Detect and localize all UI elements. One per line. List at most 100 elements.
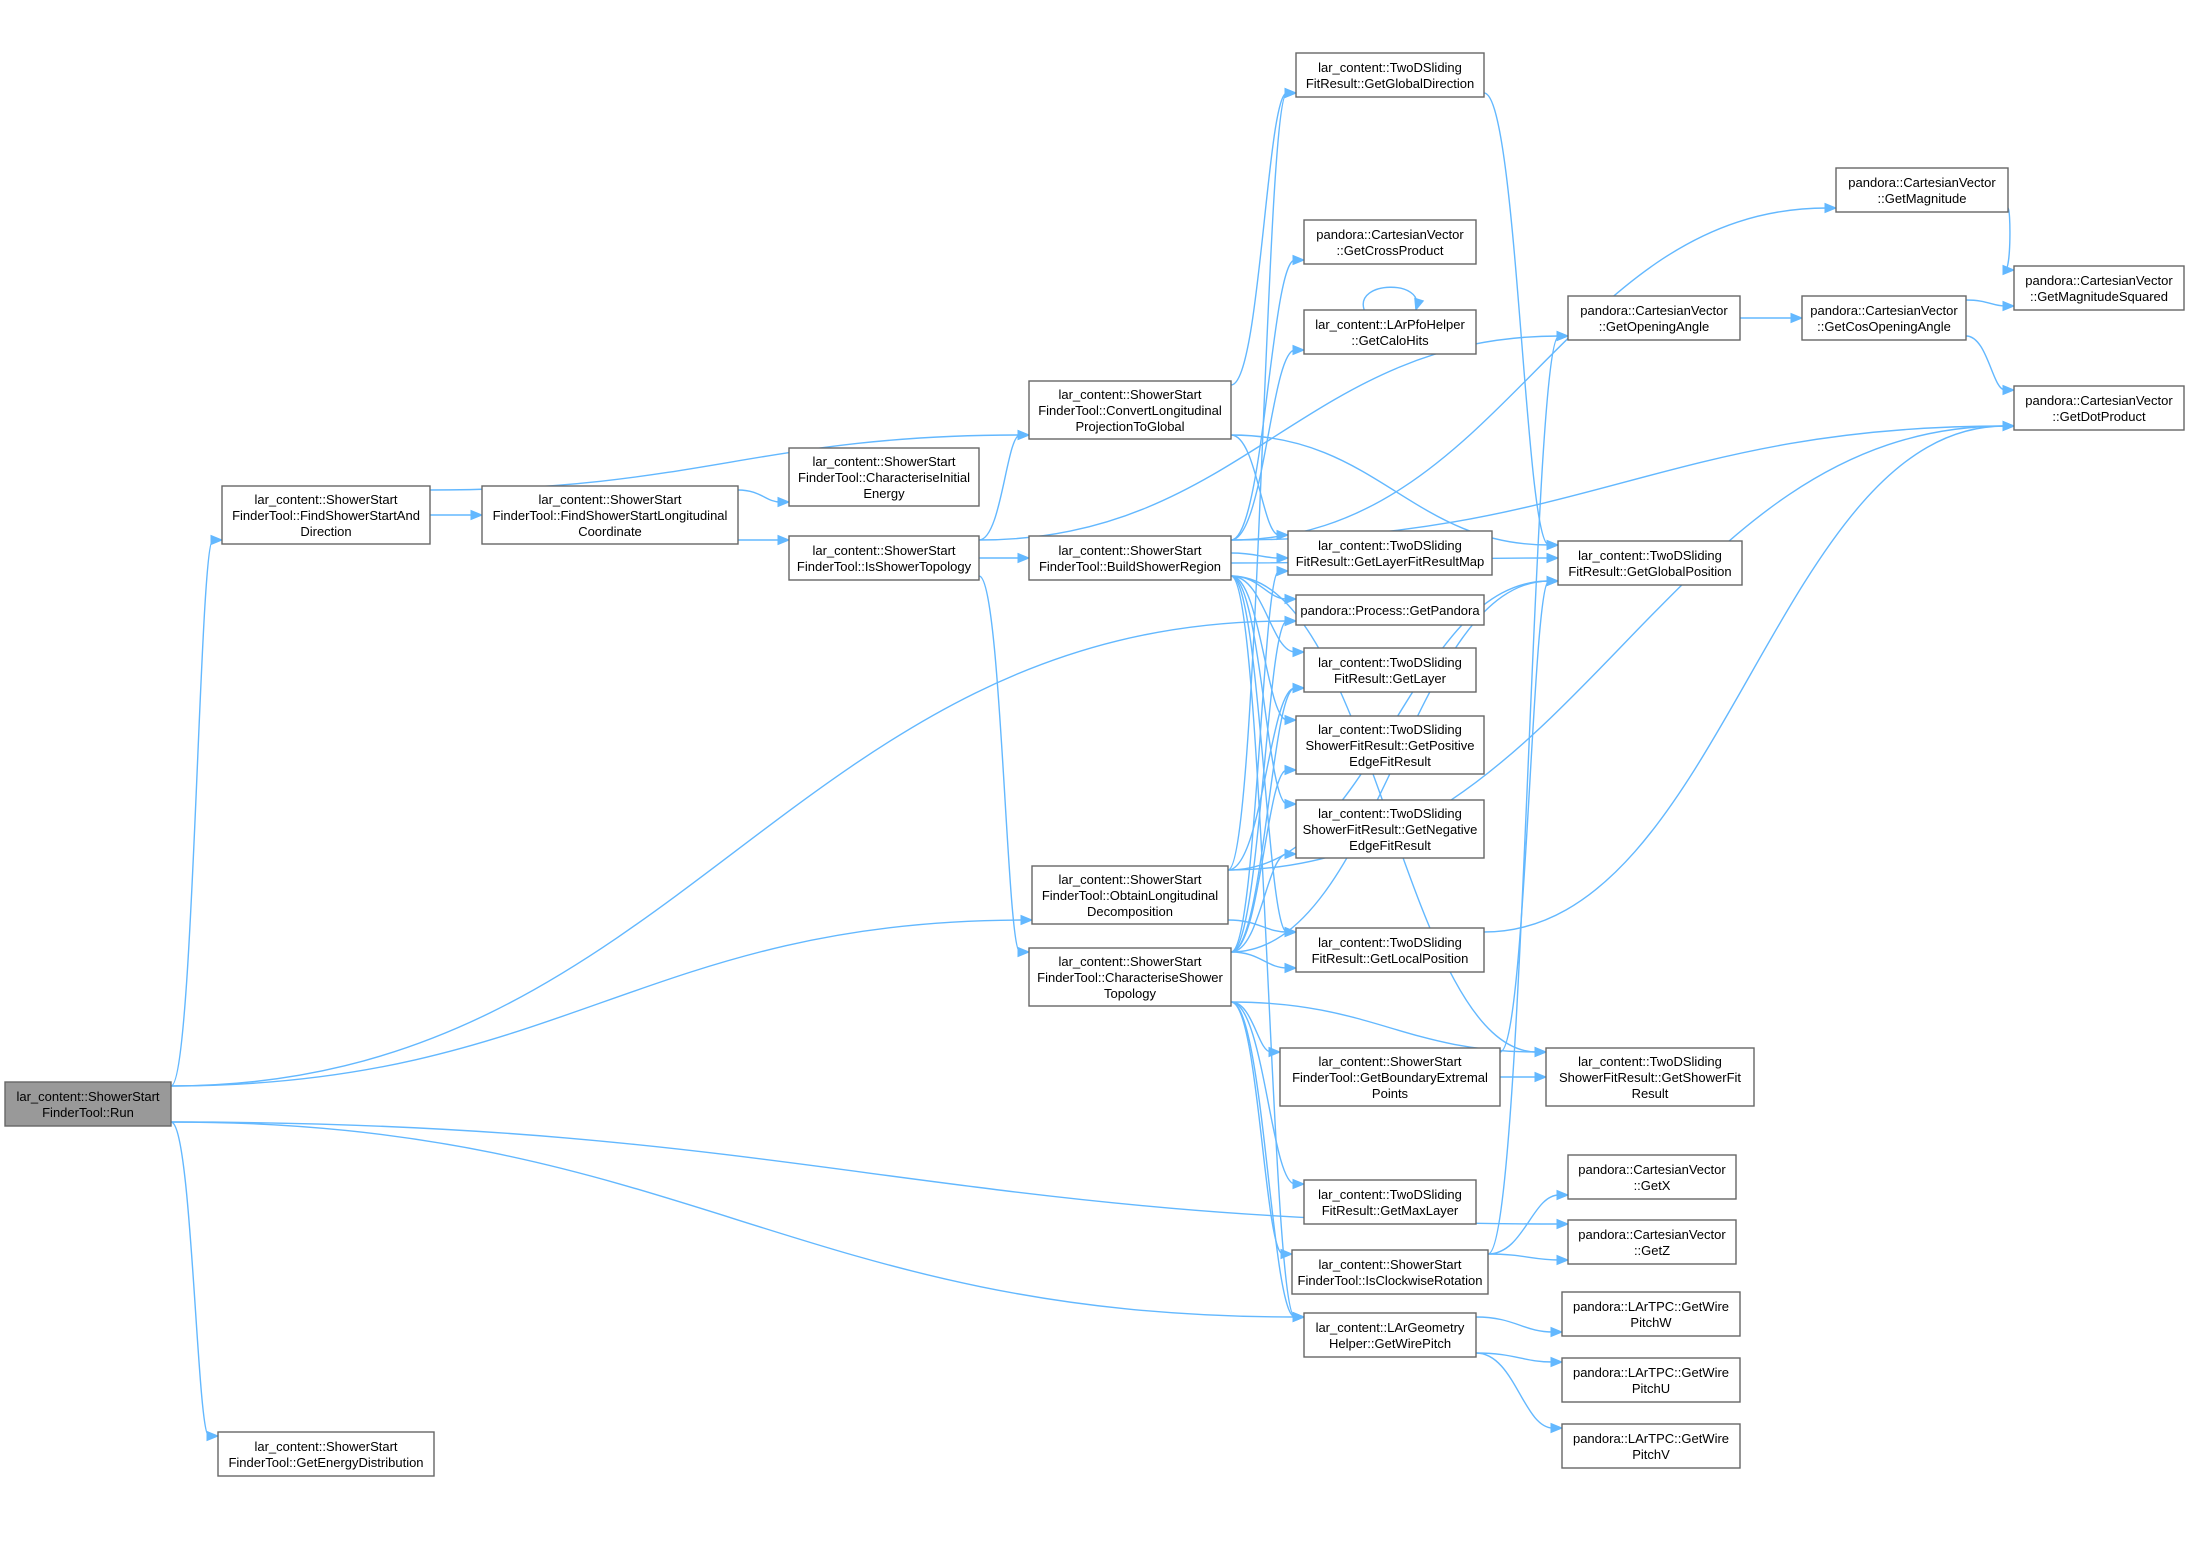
node-getOpening[interactable]: pandora::CartesianVector::GetOpeningAngl… [1567,295,1741,341]
node-label-line: PitchV [1632,1447,1670,1462]
node-box [1295,594,1485,626]
edge-line [1230,1001,1272,1053]
node-label-line: lar_content::ShowerStart [1058,387,1201,402]
edge-line [1230,769,1288,953]
edge-obtainLong-to-getLocalPos [1227,919,1298,938]
node-label-line: pandora::LArTPC::GetWire [1573,1365,1729,1380]
edge-line [1230,951,1288,969]
node-label-line: ::GetCosOpeningAngle [1817,319,1951,334]
node-isClockwise[interactable]: lar_content::ShowerStartFinderTool::IsCl… [1291,1249,1489,1295]
node-charInitEnergy[interactable]: lar_content::ShowerStartFinderTool::Char… [788,447,980,507]
node-label-line: lar_content::ShowerStart [254,1439,397,1454]
node-getLayerMap[interactable]: lar_content::TwoDSlidingFitResult::GetLa… [1287,530,1493,576]
node-getCaloHits[interactable]: lar_content::LArPfoHelper::GetCaloHits [1303,309,1477,355]
edge-arrowhead [1017,552,1031,564]
node-getMagnitude[interactable]: pandora::CartesianVector::GetMagnitude [1835,167,2009,213]
node-getGlobalDir[interactable]: lar_content::TwoDSlidingFitResult::GetGl… [1295,52,1485,98]
node-box [1801,295,1967,341]
node-box [1287,530,1493,576]
edge-arrowhead [1292,344,1306,356]
edge-arrowhead [1292,254,1306,266]
edge-buildRegion-to-getPosEdge [1230,575,1298,726]
node-buildRegion[interactable]: lar_content::ShowerStartFinderTool::Buil… [1028,535,1232,581]
edge-arrowhead [1284,798,1298,810]
node-label-line: ::GetCrossProduct [1337,243,1444,258]
node-findStartDir[interactable]: lar_content::ShowerStartFinderTool::Find… [221,485,431,545]
node-getBoundary[interactable]: lar_content::ShowerStartFinderTool::GetB… [1279,1047,1501,1107]
edge-getOpening-to-getCosOpening [1740,312,1804,324]
edge-arrowhead [1534,1071,1548,1083]
edge-getMagnitude-to-getMagSq [2002,207,2016,276]
node-charTopo[interactable]: lar_content::ShowerStartFinderTool::Char… [1028,947,1232,1007]
edge-getBoundary-to-getGlobalPos [1499,575,1560,1053]
node-box [1028,947,1232,1007]
edge-arrowhead [1292,646,1306,658]
edge-isClockwise-to-getOpening [1487,330,1570,1255]
node-getCross[interactable]: pandora::CartesianVector::GetCrossProduc… [1303,219,1477,265]
edge-arrowhead [1556,1254,1570,1266]
node-getNegEdge[interactable]: lar_content::TwoDSlidingShowerFitResult:… [1295,799,1485,859]
edge-line [1230,552,1280,559]
edge-arrowhead [206,1430,220,1442]
node-getX[interactable]: pandora::CartesianVector::GetX [1567,1154,1737,1200]
edge-getCosOpening-to-getDot [1965,335,2016,396]
node-getCosOpening[interactable]: pandora::CartesianVector::GetCosOpeningA… [1801,295,1967,341]
node-getWirePitch[interactable]: lar_content::LArGeometryHelper::GetWireP… [1303,1312,1477,1358]
node-getMagSq[interactable]: pandora::CartesianVector::GetMagnitudeSq… [2013,265,2185,311]
node-getMaxLayer[interactable]: lar_content::TwoDSlidingFitResult::GetMa… [1303,1179,1477,1225]
edge-line [1227,92,1288,871]
node-label-line: lar_content::ShowerStart [538,492,681,507]
node-getZ[interactable]: pandora::CartesianVector::GetZ [1567,1219,1737,1265]
edge-isShowerTopo-to-buildRegion [979,552,1031,564]
edge-arrowhead [1280,1248,1294,1260]
node-findLongCoord[interactable]: lar_content::ShowerStartFinderTool::Find… [481,485,739,545]
node-box [1545,1047,1755,1107]
node-box [1028,380,1232,440]
node-convertLong[interactable]: lar_content::ShowerStartFinderTool::Conv… [1028,380,1232,440]
edge-arrowhead [1556,1218,1570,1230]
node-label-line: pandora::CartesianVector [1580,303,1728,318]
node-label-line: FinderTool::ObtainLongitudinal [1042,888,1218,903]
node-isShowerTopo[interactable]: lar_content::ShowerStartFinderTool::IsSh… [788,535,980,581]
node-label-line: pandora::CartesianVector [1578,1227,1726,1242]
node-label-line: FitResult::GetMaxLayer [1322,1203,1459,1218]
edge-line [1230,1001,1296,1185]
edge-arrowhead [1276,552,1290,564]
node-label-line: FitResult::GetLayer [1334,671,1447,686]
node-getGlobalPos[interactable]: lar_content::TwoDSlidingFitResult::GetGl… [1557,540,1743,586]
edge-line [1230,349,1296,541]
node-label-line: Points [1372,1086,1409,1101]
edge-line [1965,335,2006,391]
edge-arrowhead [1017,946,1031,958]
node-box [1567,1219,1737,1265]
node-label-line: FitResult::GetGlobalPosition [1568,564,1731,579]
node-obtainLong[interactable]: lar_content::ShowerStartFinderTool::Obta… [1031,865,1229,925]
node-label-line: lar_content::ShowerStart [1058,872,1201,887]
node-label-line: EdgeFitResult [1349,754,1431,769]
edge-arrowhead [1550,1422,1564,1434]
edge-arrowhead [1556,1189,1570,1201]
edge-charTopo-to-getLocalPos [1230,951,1298,974]
edge-convertLong-to-getGlobalDir [1230,87,1298,386]
edge-line [1475,1352,1554,1429]
node-box [1291,1249,1489,1295]
node-getDot[interactable]: pandora::CartesianVector::GetDotProduct [2013,385,2185,431]
node-getPandora[interactable]: pandora::Process::GetPandora [1295,594,1485,626]
node-label-line: pandora::CartesianVector [1316,227,1464,242]
node-label-line: lar_content::ShowerStart [812,454,955,469]
node-getEnergyDist[interactable]: lar_content::ShowerStartFinderTool::GetE… [217,1431,435,1477]
edge-line [170,539,214,1087]
node-getShowerFit[interactable]: lar_content::TwoDSlidingShowerFitResult:… [1545,1047,1755,1107]
edge-arrowhead [1020,914,1034,926]
edge-arrowhead [1284,87,1298,99]
node-getLocalPos[interactable]: lar_content::TwoDSlidingFitResult::GetLo… [1295,927,1485,973]
edge-buildRegion-to-getNegEdge [1230,575,1298,810]
node-getLayer[interactable]: lar_content::TwoDSlidingFitResult::GetLa… [1303,647,1477,693]
node-box [1557,540,1743,586]
node-getPosEdge[interactable]: lar_content::TwoDSlidingShowerFitResult:… [1295,715,1485,775]
edge-line [1230,687,1296,953]
